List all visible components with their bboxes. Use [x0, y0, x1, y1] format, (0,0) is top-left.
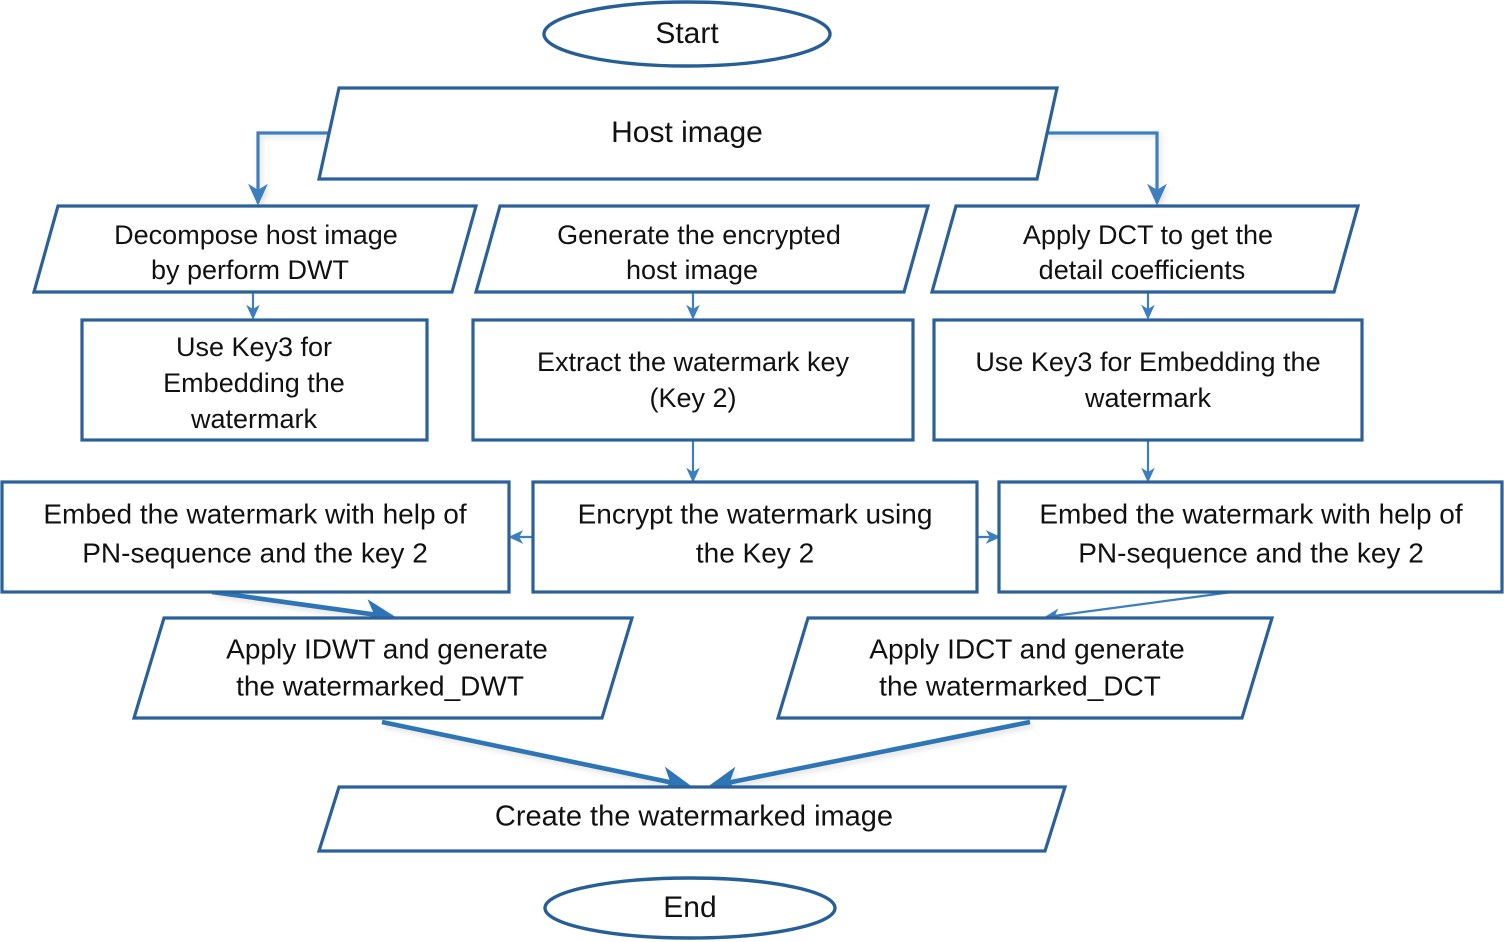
connector-host-to-decompose [248, 131, 330, 206]
node-use-key3-right-line1: Use Key3 for Embedding the [975, 347, 1320, 377]
node-apply-idct-line1: Apply IDCT and generate [869, 633, 1184, 664]
node-apply-idwt[interactable]: Apply IDWT and generate the watermarked_… [131, 616, 635, 720]
node-apply-idwt-line2: the watermarked_DWT [236, 670, 524, 701]
node-encrypt-watermark[interactable]: Encrypt the watermark using the Key 2 [531, 480, 979, 594]
node-decompose-dwt-line1: Decompose host image [114, 220, 398, 250]
node-embed-right-line2: PN-sequence and the key 2 [1078, 537, 1424, 568]
node-use-key3-left-line3: watermark [190, 404, 318, 434]
node-host-image-label: Host image [611, 116, 763, 149]
node-apply-dct-line2: detail coefficients [1039, 255, 1246, 285]
node-create-watermarked[interactable]: Create the watermarked image [316, 785, 1068, 853]
node-generate-encrypted-line1: Generate the encrypted [557, 220, 841, 250]
node-use-key3-right-line2: watermark [1084, 383, 1212, 413]
node-use-key3-right[interactable]: Use Key3 for Embedding the watermark [932, 318, 1364, 442]
node-extract-key-line2: (Key 2) [649, 383, 736, 413]
node-apply-idct[interactable]: Apply IDCT and generate the watermarked_… [775, 616, 1275, 720]
node-embed-right[interactable]: Embed the watermark with help of PN-sequ… [997, 480, 1504, 594]
node-embed-right-line1: Embed the watermark with help of [1039, 498, 1463, 529]
node-generate-encrypted[interactable]: Generate the encrypted host image [473, 204, 931, 294]
node-encrypt-watermark-line2: the Key 2 [696, 537, 814, 568]
connector-host-to-dct [1045, 131, 1167, 206]
node-generate-encrypted-line2: host image [626, 255, 758, 285]
node-start-label: Start [655, 17, 719, 50]
connector-embedright-to-idct [1044, 590, 1233, 623]
connector-idct-to-create [707, 719, 1031, 795]
connector-idwt-to-create [381, 719, 693, 795]
node-end[interactable]: End [543, 876, 837, 940]
node-apply-idct-line2: the watermarked_DCT [879, 670, 1161, 701]
node-embed-left-line1: Embed the watermark with help of [43, 498, 467, 529]
node-encrypt-watermark-line1: Encrypt the watermark using [578, 498, 933, 529]
node-decompose-dwt-line2: by perform DWT [151, 255, 349, 285]
node-embed-left-line2: PN-sequence and the key 2 [82, 537, 428, 568]
node-use-key3-left-line1: Use Key3 for [176, 332, 332, 362]
node-extract-key-line1: Extract the watermark key [537, 347, 850, 377]
node-apply-idwt-line1: Apply IDWT and generate [226, 633, 548, 664]
node-use-key3-left-line2: Embedding the [163, 368, 345, 398]
node-start[interactable]: Start [542, 0, 832, 68]
node-end-label: End [663, 891, 716, 924]
node-embed-left[interactable]: Embed the watermark with help of PN-sequ… [0, 480, 511, 594]
node-use-key3-left[interactable]: Use Key3 for Embedding the watermark [80, 318, 429, 442]
node-host-image[interactable]: Host image [317, 86, 1059, 181]
node-decompose-dwt[interactable]: Decompose host image by perform DWT [31, 204, 479, 294]
node-create-watermarked-label: Create the watermarked image [495, 801, 893, 833]
node-apply-dct[interactable]: Apply DCT to get the detail coefficients [929, 204, 1361, 294]
node-extract-key[interactable]: Extract the watermark key (Key 2) [471, 318, 915, 442]
connector-embedleft-to-idwt [211, 589, 397, 628]
node-apply-dct-line1: Apply DCT to get the [1023, 220, 1273, 250]
